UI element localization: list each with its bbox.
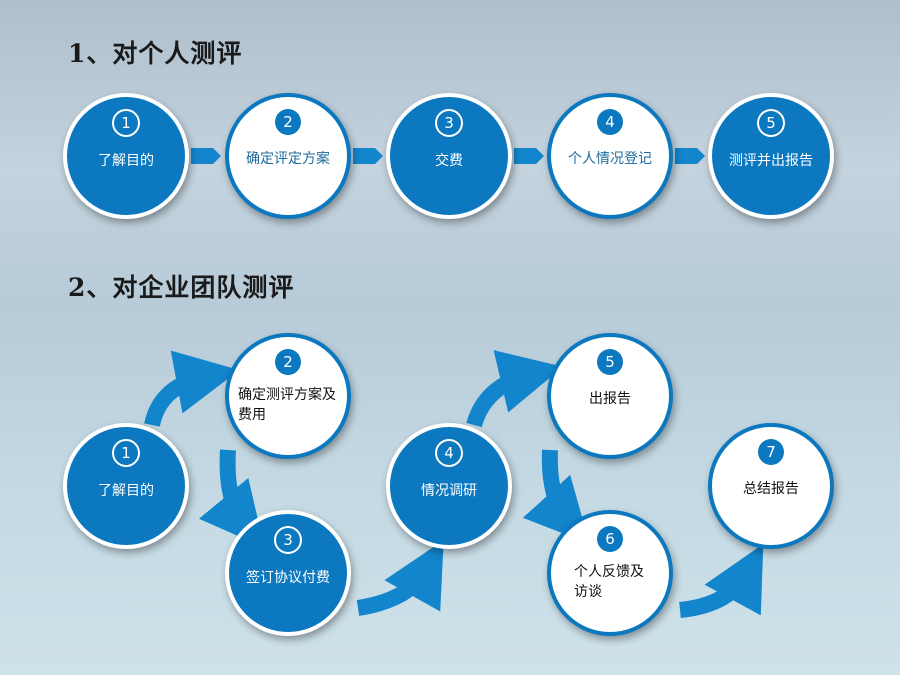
step-label: 情况调研 bbox=[421, 483, 477, 499]
arrow-c6-c7 bbox=[679, 543, 764, 618]
step-number: 6 bbox=[597, 526, 623, 552]
step-number: 1 bbox=[112, 109, 140, 137]
step-label: 个人情况登记 bbox=[568, 151, 652, 167]
arrow-2-3 bbox=[353, 148, 383, 164]
step-label: 测评并出报告 bbox=[729, 153, 813, 169]
step-number: 2 bbox=[275, 109, 301, 135]
step-label: 了解目的 bbox=[98, 483, 154, 499]
step1-5: 5 测评并出报告 bbox=[708, 93, 834, 219]
arrow-c3-c4 bbox=[356, 540, 444, 616]
step-number: 4 bbox=[597, 109, 623, 135]
section2-heading: 2、对企业团队测评 bbox=[68, 273, 295, 302]
step-number: 3 bbox=[435, 109, 463, 137]
arrow-c4-c5 bbox=[466, 350, 564, 428]
step2-3: 3 签订协议付费 bbox=[225, 510, 351, 636]
step-number: 5 bbox=[597, 349, 623, 375]
step-number: 1 bbox=[112, 439, 140, 467]
step-label: 了解目的 bbox=[98, 153, 154, 169]
step2-1: 1 了解目的 bbox=[63, 423, 189, 549]
step2-7: 7 总结报告 bbox=[708, 423, 834, 549]
step-number: 7 bbox=[758, 439, 784, 465]
arrow-4-5 bbox=[675, 148, 705, 164]
section1-heading: 1、对个人测评 bbox=[68, 39, 243, 68]
step-label: 确定测评方案及费用 bbox=[238, 387, 336, 423]
step1-1: 1 了解目的 bbox=[63, 93, 189, 219]
step-number: 2 bbox=[275, 349, 301, 375]
step-label: 确定评定方案 bbox=[246, 151, 330, 167]
step2-2: 2 确定测评方案及费用 bbox=[225, 333, 351, 459]
step2-4: 4 情况调研 bbox=[386, 423, 512, 549]
step-label: 签订协议付费 bbox=[246, 570, 330, 586]
step-label: 个人反馈及访谈 bbox=[574, 564, 644, 600]
step-label: 总结报告 bbox=[743, 481, 799, 497]
arrow-c2-c3 bbox=[198, 449, 265, 548]
arrow-c1-c2 bbox=[144, 350, 240, 427]
step1-3: 3 交费 bbox=[386, 93, 512, 219]
step2-6: 6 个人反馈及访谈 bbox=[547, 510, 673, 636]
step-label: 交费 bbox=[435, 153, 463, 169]
step-number: 4 bbox=[435, 439, 463, 467]
step2-5: 5 出报告 bbox=[547, 333, 673, 459]
step1-2: 2 确定评定方案 bbox=[225, 93, 351, 219]
step-number: 3 bbox=[274, 526, 302, 554]
arrow-1-2 bbox=[191, 148, 221, 164]
step-label: 出报告 bbox=[589, 391, 631, 407]
arrow-3-4 bbox=[514, 148, 544, 164]
step1-4: 4 个人情况登记 bbox=[547, 93, 673, 219]
step-number: 5 bbox=[757, 109, 785, 137]
arrow-c5-c6 bbox=[522, 449, 590, 544]
